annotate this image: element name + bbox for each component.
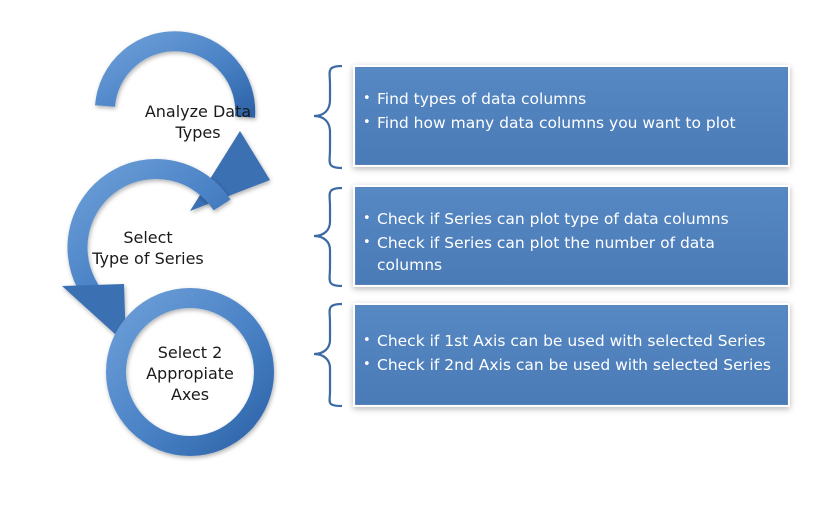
list-item: • Find types of data columns xyxy=(360,88,777,110)
brace-icon xyxy=(313,64,343,170)
list-item-text: Check if Series can plot the number of d… xyxy=(377,234,715,274)
step-label-series: Select Type of Series xyxy=(78,227,218,269)
cycle-ring-axes xyxy=(106,288,274,456)
step-label-line: Type of Series xyxy=(92,249,204,268)
list-item-text: Check if 1st Axis can be used with selec… xyxy=(377,332,766,350)
bullet-list: • Find types of data columns • Find how ma… xyxy=(360,88,777,134)
bullet-icon: • xyxy=(363,357,371,372)
cycle-arrow-series xyxy=(62,159,231,344)
list-item-text: Find how many data columns you want to p… xyxy=(377,114,736,132)
bullet-icon: • xyxy=(363,91,371,106)
step-label-line: Analyze Data xyxy=(144,102,252,121)
bullet-list: • Check if 1st Axis can be used with sele… xyxy=(360,330,777,376)
list-item-text: Check if 2nd Axis can be used with selec… xyxy=(377,356,771,374)
step-label-line: Appropiate xyxy=(146,364,234,383)
brace-icon xyxy=(313,302,343,408)
step-label-line: Select 2 xyxy=(157,343,223,362)
step-label-line: Axes xyxy=(170,385,210,404)
list-item: • Find how many data columns you want to … xyxy=(360,112,777,134)
brace-icon xyxy=(313,186,343,288)
list-item-text: Find types of data columns xyxy=(377,90,587,108)
list-item: • Check if Series can plot type of data c… xyxy=(360,208,777,230)
list-item: • Check if 1st Axis can be used with sele… xyxy=(360,330,777,352)
step-label-analyze: Analyze Data Types xyxy=(128,101,268,143)
step-label-line: Select xyxy=(123,228,173,247)
bullet-list: • Check if Series can plot type of data c… xyxy=(360,208,777,276)
bullet-icon: • xyxy=(363,333,371,348)
step-label-axes: Select 2 Appropiate Axes xyxy=(120,342,260,405)
bullet-icon: • xyxy=(363,235,371,250)
panel-analyze: • Find types of data columns • Find how ma… xyxy=(355,67,788,165)
panel-series: • Check if Series can plot type of data c… xyxy=(355,187,788,285)
list-item-text: Check if Series can plot type of data co… xyxy=(377,210,729,228)
panel-axes: • Check if 1st Axis can be used with sele… xyxy=(355,305,788,405)
bullet-icon: • xyxy=(363,211,371,226)
bullet-icon: • xyxy=(363,115,371,130)
list-item: • Check if 2nd Axis can be used with sele… xyxy=(360,354,777,376)
step-label-line: Types xyxy=(175,123,221,142)
list-item: • Check if Series can plot the number of … xyxy=(360,232,777,276)
